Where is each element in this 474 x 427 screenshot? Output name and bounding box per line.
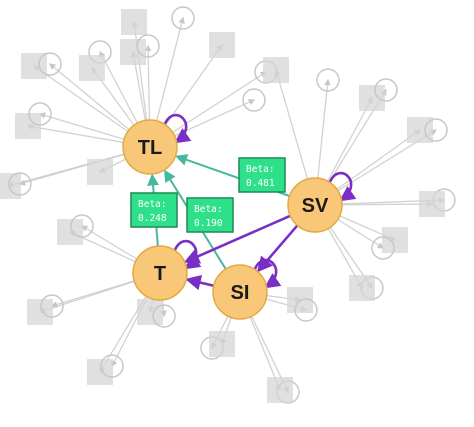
faded-square-node (79, 55, 105, 81)
beta-label-sv-tl: Beta: 0.481 (238, 157, 286, 193)
node-tl-circle (122, 119, 178, 175)
node-t-circle (132, 245, 188, 301)
faded-square-node (57, 219, 83, 245)
beta-label-t-tl: Beta: 0.248 (130, 192, 178, 228)
self-loop-t (173, 239, 202, 270)
beta-label-si-tl-value: 0.190 (194, 218, 223, 229)
faded-square-node (267, 377, 293, 403)
edge-sv-to-t (183, 214, 291, 264)
faded-square-node (137, 299, 163, 325)
node-t[interactable]: T (132, 245, 188, 301)
beta-label-t-tl-line1: Beta: (138, 199, 167, 210)
faded-circle-node (136, 34, 160, 58)
faded-square-node (263, 57, 289, 83)
edge-si-to-t (185, 274, 215, 291)
faded-circle-node (424, 118, 448, 142)
faded-square-node (87, 159, 113, 185)
faded-circle-node (70, 214, 94, 238)
beta-label-t-tl-value: 0.248 (138, 213, 167, 224)
faded-circle-node (242, 88, 266, 112)
faded-square-node (121, 9, 147, 35)
edge-sv-to-si (256, 224, 299, 273)
beta-label-si-tl: Beta: 0.190 (186, 197, 234, 233)
faded-square-node (419, 191, 445, 217)
faded-square-node (87, 359, 113, 385)
beta-label-si-tl-line1: Beta: (194, 204, 223, 215)
faded-square-node (120, 39, 146, 65)
beta-label-sv-tl-line1: Beta: (246, 164, 275, 175)
self-loop-tl (163, 113, 192, 144)
node-t-label: T (154, 263, 166, 285)
faded-square-node (359, 85, 385, 111)
faded-square-node (209, 32, 235, 58)
node-sv-circle (287, 177, 343, 233)
faded-circle-node (371, 236, 395, 260)
faded-circle-node (171, 6, 195, 30)
faded-circle-node (374, 78, 398, 102)
faded-square-node (27, 299, 53, 325)
self-loop-sv (328, 171, 357, 202)
node-sv[interactable]: SV (287, 177, 343, 233)
faded-square-node (0, 173, 21, 199)
faded-square-node (209, 331, 235, 357)
faded-square-node (382, 227, 408, 253)
faded-circle-node (316, 68, 340, 92)
node-si-label: SI (231, 282, 250, 304)
faded-circle-node (8, 172, 32, 196)
node-sv-label: SV (302, 195, 329, 217)
faded-circle-node (38, 52, 62, 76)
self-loop-si (253, 258, 282, 289)
faded-circle-node (28, 102, 52, 126)
faded-square-node (21, 53, 47, 79)
beta-label-sv-tl-value: 0.481 (246, 178, 275, 189)
faded-circle-node (294, 298, 318, 322)
node-si[interactable]: SI (212, 264, 268, 320)
node-si-circle (212, 264, 268, 320)
node-tl-label: TL (138, 137, 162, 159)
faded-circle-node (100, 354, 124, 378)
faded-square-node (349, 275, 375, 301)
faded-square-node (15, 113, 41, 139)
faded-circle-node (40, 294, 64, 318)
faded-circle-node (152, 304, 176, 328)
node-tl[interactable]: TL (122, 119, 178, 175)
